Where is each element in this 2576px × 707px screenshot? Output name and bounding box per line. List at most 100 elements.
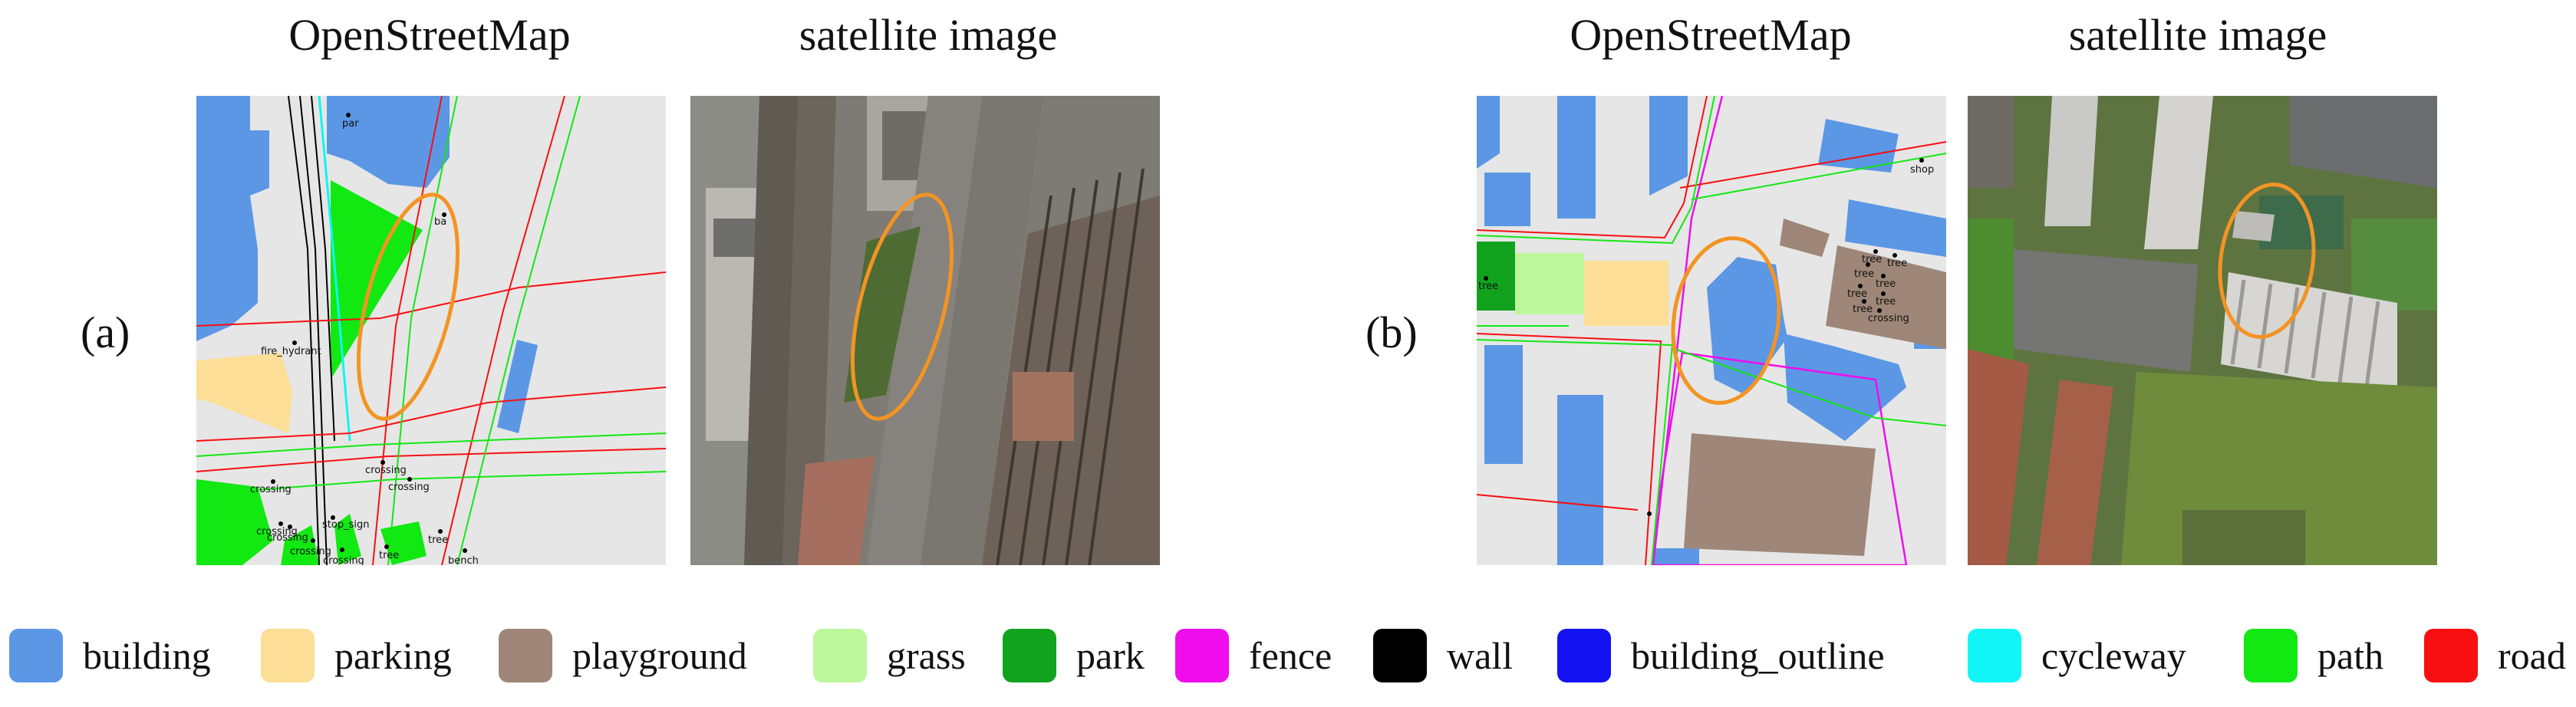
svg-text:crossing: crossing (1868, 313, 1909, 324)
svg-text:par: par (342, 118, 359, 130)
playground-shape (1780, 219, 1830, 257)
svg-text:crossing: crossing (365, 465, 407, 476)
highlight-ellipse (2218, 183, 2316, 339)
osm-tag: par (342, 113, 359, 130)
legend-swatch (9, 629, 63, 682)
legend-label: park (1076, 634, 1145, 677)
legend-swatch (2424, 629, 2478, 682)
osm-tag: crossing (1868, 308, 1909, 324)
building-shape (1649, 96, 1688, 196)
svg-text:tree: tree (1853, 304, 1873, 315)
svg-text:ba: ba (434, 216, 446, 228)
legend-swatch (2244, 629, 2298, 682)
legend-item-building-outline: building_outline (1557, 621, 1885, 690)
grass-area-shape (334, 514, 361, 565)
osm-tag: tree (1847, 284, 1867, 300)
osm-title-a: OpenStreetMap (288, 10, 571, 60)
legend-item-road: road (2424, 621, 2566, 690)
osm-tag: tree (1854, 262, 1874, 280)
svg-text:shop: shop (1910, 164, 1934, 176)
grass-area-shape (196, 479, 273, 565)
svg-text:crossing: crossing (290, 546, 331, 557)
parking-shape (196, 353, 292, 433)
legend-item-building: building (9, 621, 211, 690)
building-shape (1484, 345, 1523, 464)
svg-text:crossing: crossing (256, 526, 298, 538)
legend-label: building (83, 634, 211, 677)
grass-shape (1515, 253, 1584, 314)
building-shape (1484, 173, 1530, 226)
svg-text:tree: tree (379, 550, 399, 561)
svg-text:tree: tree (1862, 254, 1882, 265)
osm-tag: tree (379, 544, 399, 561)
satellite-title-a: satellite image (799, 10, 1058, 60)
grass-area-shape (281, 525, 319, 565)
legend-label: cycleway (2041, 634, 2186, 677)
satellite-title-b: satellite image (2068, 10, 2327, 60)
legend-item-wall: wall (1373, 621, 1513, 690)
svg-text:tree: tree (1854, 268, 1874, 280)
svg-text:tree: tree (1876, 278, 1896, 290)
playground-shape (1826, 245, 1946, 349)
park-shape (1477, 242, 1515, 311)
osm-tag: crossing (388, 477, 430, 493)
panel-label-b: (b) (1365, 307, 1418, 357)
osm-tag: stop_sign (322, 515, 369, 531)
legend-item-path: path (2244, 621, 2383, 690)
highlight-ellipse (356, 192, 460, 421)
grass-area-shape (331, 180, 423, 380)
legend-swatch (261, 629, 315, 682)
building-shape (1653, 548, 1699, 565)
building-shape (1818, 119, 1899, 173)
osm-title-b: OpenStreetMap (1570, 10, 1852, 60)
svg-text:crossing: crossing (267, 532, 308, 544)
legend-label: fence (1249, 634, 1332, 677)
svg-text:crossing: crossing (388, 482, 430, 493)
osm-tag: fire_hydrant (261, 340, 321, 357)
legend-label: building_outline (1631, 634, 1885, 677)
legend-label: wall (1447, 634, 1514, 677)
svg-text:tree: tree (1887, 258, 1907, 269)
svg-text:tree: tree (1876, 296, 1896, 307)
legend-label: parking (334, 634, 452, 677)
svg-text:tree: tree (1847, 288, 1867, 300)
svg-text:fire_hydrant: fire_hydrant (261, 346, 321, 357)
legend: building parking playground grass park f… (0, 621, 2576, 690)
legend-swatch (499, 629, 552, 682)
osm-tag: ba (434, 212, 446, 228)
svg-text:stop_sign: stop_sign (322, 519, 369, 531)
osm-map-b: shop tree tree tree tree tree tree tree … (1477, 96, 1946, 565)
legend-label: playground (572, 634, 747, 677)
osm-tag: tree (1853, 299, 1873, 315)
osm-tag: tree (428, 529, 448, 546)
panel-label-a: (a) (81, 307, 130, 357)
osm-tag: tree (1862, 249, 1882, 265)
legend-item-parking: parking (261, 621, 452, 690)
legend-item-park: park (1003, 621, 1145, 690)
building-shape (196, 96, 269, 341)
highlight-ellipse (850, 192, 954, 421)
legend-label: path (2317, 634, 2384, 677)
legend-swatch (1557, 629, 1611, 682)
legend-swatch (1373, 629, 1427, 682)
osm-tag: tree (1876, 274, 1896, 290)
legend-swatch (1968, 629, 2021, 682)
building-shape (1784, 334, 1906, 441)
osm-tag: crossing (267, 524, 308, 544)
satellite-image-b (1968, 96, 2437, 565)
legend-swatch (1175, 629, 1229, 682)
osm-tag: crossing (256, 521, 298, 538)
svg-text:tree: tree (1478, 281, 1498, 292)
parking-shape (1584, 261, 1668, 326)
osm-tag: tree (1887, 253, 1907, 269)
osm-tag: crossing (323, 548, 364, 565)
svg-text:tree: tree (428, 534, 448, 546)
highlight-ellipse (1671, 236, 1781, 405)
svg-text:crossing: crossing (323, 555, 364, 565)
osm-tag: tree (1876, 291, 1896, 307)
playground-shape (1684, 433, 1876, 556)
svg-text:bench: bench (448, 555, 479, 565)
legend-item-playground: playground (499, 621, 747, 690)
legend-label: grass (887, 634, 966, 677)
satellite-image-a (690, 96, 1160, 565)
